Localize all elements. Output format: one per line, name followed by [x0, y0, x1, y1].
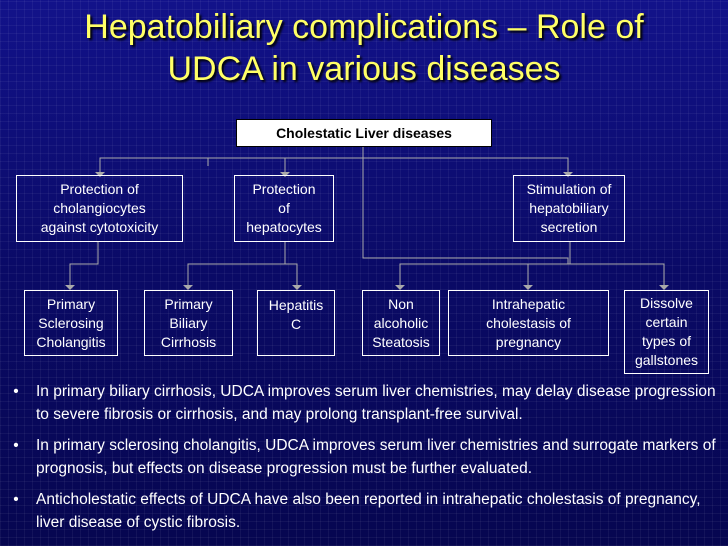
bullet-list: • In primary biliary cirrhosis, UDCA imp… — [6, 380, 722, 542]
bullet-item: • In primary biliary cirrhosis, UDCA imp… — [6, 380, 722, 426]
connector-secretion-right — [570, 263, 665, 285]
connector-root-bypass — [362, 146, 569, 264]
arrow-pbc — [183, 285, 193, 290]
arrow-cholangiocytes — [95, 172, 105, 177]
bullet-item: • Anticholestatic effects of UDCA have a… — [6, 488, 722, 534]
arrow-gallstones — [659, 285, 669, 290]
bullet-text: Anticholestatic effects of UDCA have als… — [36, 491, 701, 531]
disease-icp: Intrahepatic cholestasis of pregnancy — [448, 290, 609, 356]
bullet-text: In primary sclerosing cholangitis, UDCA … — [36, 437, 716, 477]
disease-psc: Primary Sclerosing Cholangitis — [24, 290, 118, 356]
slide-title: Hepatobiliary complications – Role of UD… — [0, 6, 728, 90]
bullet-symbol: • — [13, 383, 19, 400]
bullet-symbol: • — [13, 437, 19, 454]
bullet-item: • In primary sclerosing cholangitis, UDC… — [6, 434, 722, 480]
connector-root-left — [99, 146, 364, 172]
connector-root-right — [363, 157, 569, 172]
title-line-2: UDCA in various diseases — [167, 50, 561, 88]
arrow-hepatocytes — [280, 172, 290, 177]
arrow-psc — [65, 285, 75, 290]
arrow-secretion — [563, 172, 573, 177]
arrow-hcv — [292, 285, 302, 290]
connector-hepatocytes-hcv — [285, 263, 298, 285]
connector-secretion — [399, 242, 571, 285]
title-line-1: Hepatobiliary complications – Role of — [84, 8, 644, 46]
disease-nash: Non alcoholic Steatosis — [362, 290, 440, 356]
connector-hepatocytes — [187, 242, 286, 285]
disease-gallstones: Dissolve certain types of gallstones — [624, 290, 709, 374]
mechanism-cholangiocytes: Protection of cholangiocytes against cyt… — [16, 175, 183, 242]
arrow-nash — [395, 285, 405, 290]
arrow-icp — [523, 285, 533, 290]
mechanism-hepatocytes: Protection of hepatocytes — [234, 175, 334, 242]
mechanism-secretion: Stimulation of hepatobiliary secretion — [513, 175, 625, 242]
root-box: Cholestatic Liver diseases — [236, 119, 492, 147]
bullet-text: In primary biliary cirrhosis, UDCA impro… — [36, 383, 716, 423]
disease-hepatitis-c: Hepatitis C — [257, 290, 335, 356]
connector-cholangiocytes — [69, 242, 99, 285]
disease-pbc: Primary Biliary Cirrhosis — [144, 290, 233, 356]
bullet-symbol: • — [13, 491, 19, 508]
